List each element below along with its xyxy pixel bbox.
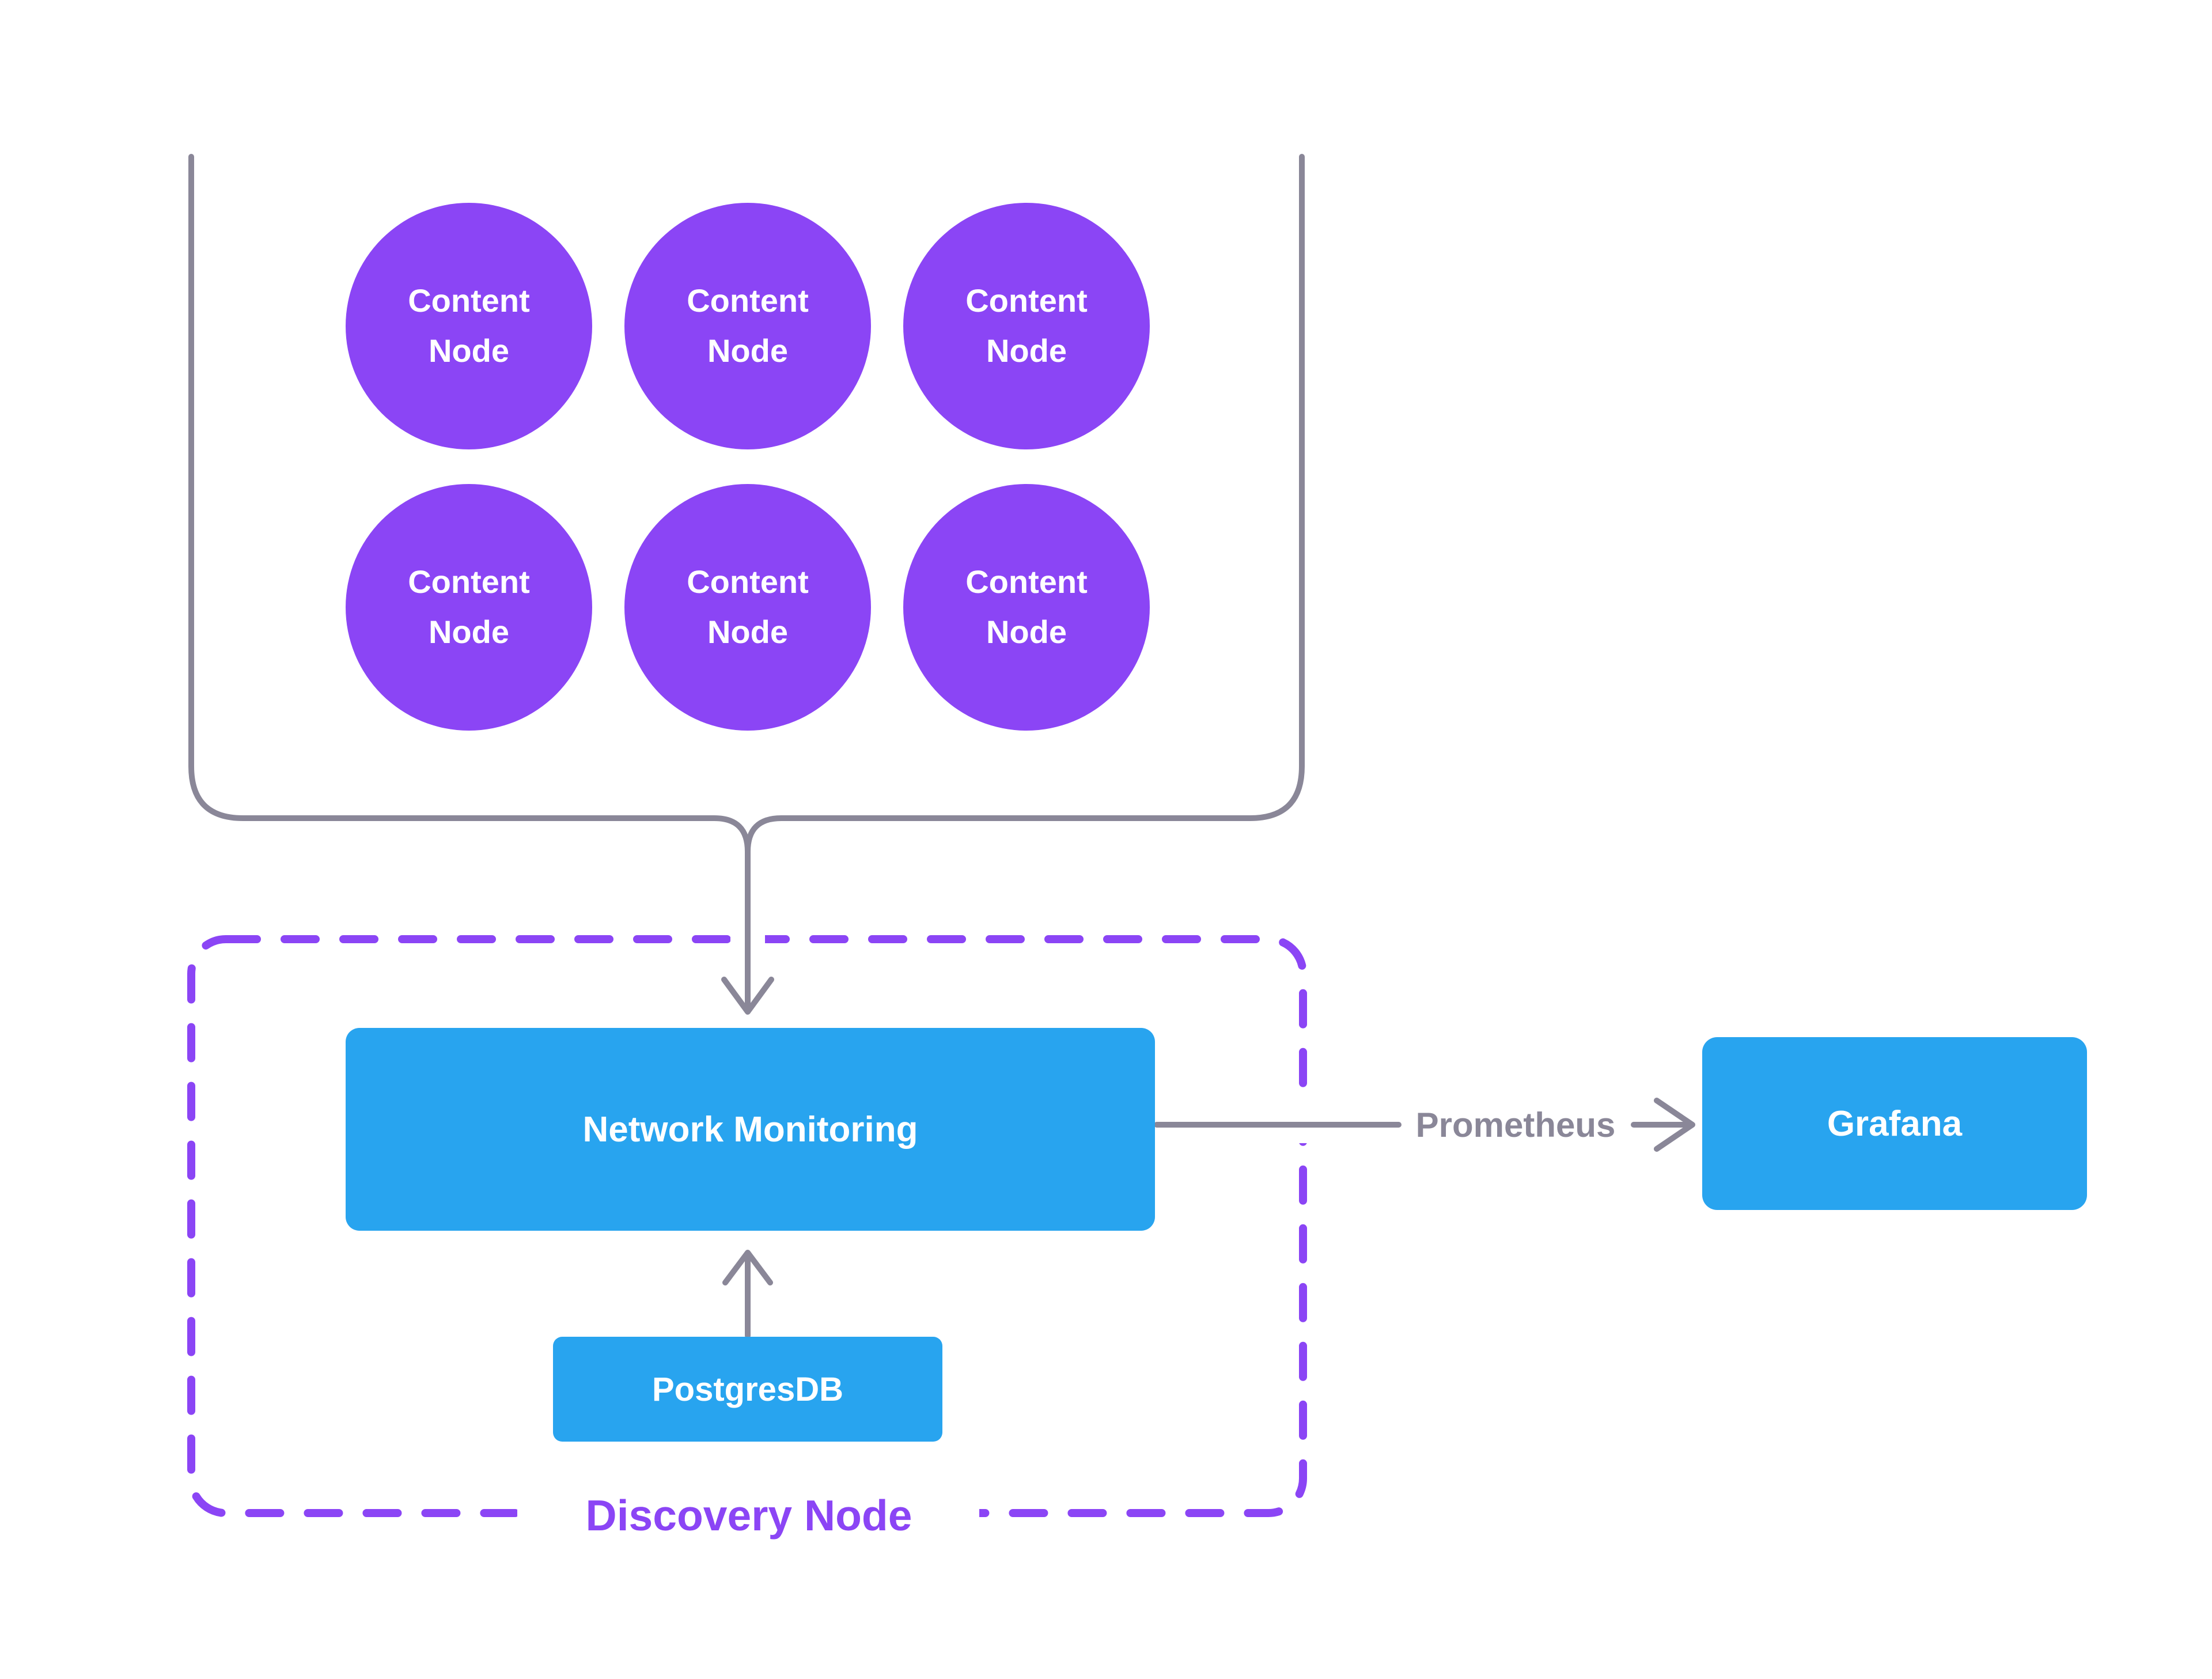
content-node-circle: Content Node xyxy=(346,203,592,449)
bracket-right-side xyxy=(745,154,1305,854)
discovery-node-label: Discovery Node xyxy=(585,1491,912,1540)
monitoring-to-grafana-connector xyxy=(1154,1098,1695,1152)
postgres-to-monitoring-arrow xyxy=(722,1250,773,1338)
grafana-box: Grafana xyxy=(1702,1037,2087,1210)
content-cluster-bracket xyxy=(188,154,1305,1015)
network-monitoring-box: Network Monitoring xyxy=(346,1028,1155,1231)
grafana-arrowhead xyxy=(1654,1098,1695,1152)
content-node-circle: Content Node xyxy=(346,484,592,731)
prometheus-edge-label: Prometheus xyxy=(1415,1105,1616,1144)
content-node-circle: Content Node xyxy=(624,484,871,731)
content-node-circle: Content Node xyxy=(903,484,1150,731)
postgres-arrowhead xyxy=(722,1250,773,1285)
postgresdb-box: PostgresDB xyxy=(553,1337,942,1442)
cluster-to-monitoring-arrowhead xyxy=(721,977,774,1015)
bracket-left-side xyxy=(188,154,751,1014)
content-node-circle: Content Node xyxy=(903,203,1150,449)
content-node-circle: Content Node xyxy=(624,203,871,449)
